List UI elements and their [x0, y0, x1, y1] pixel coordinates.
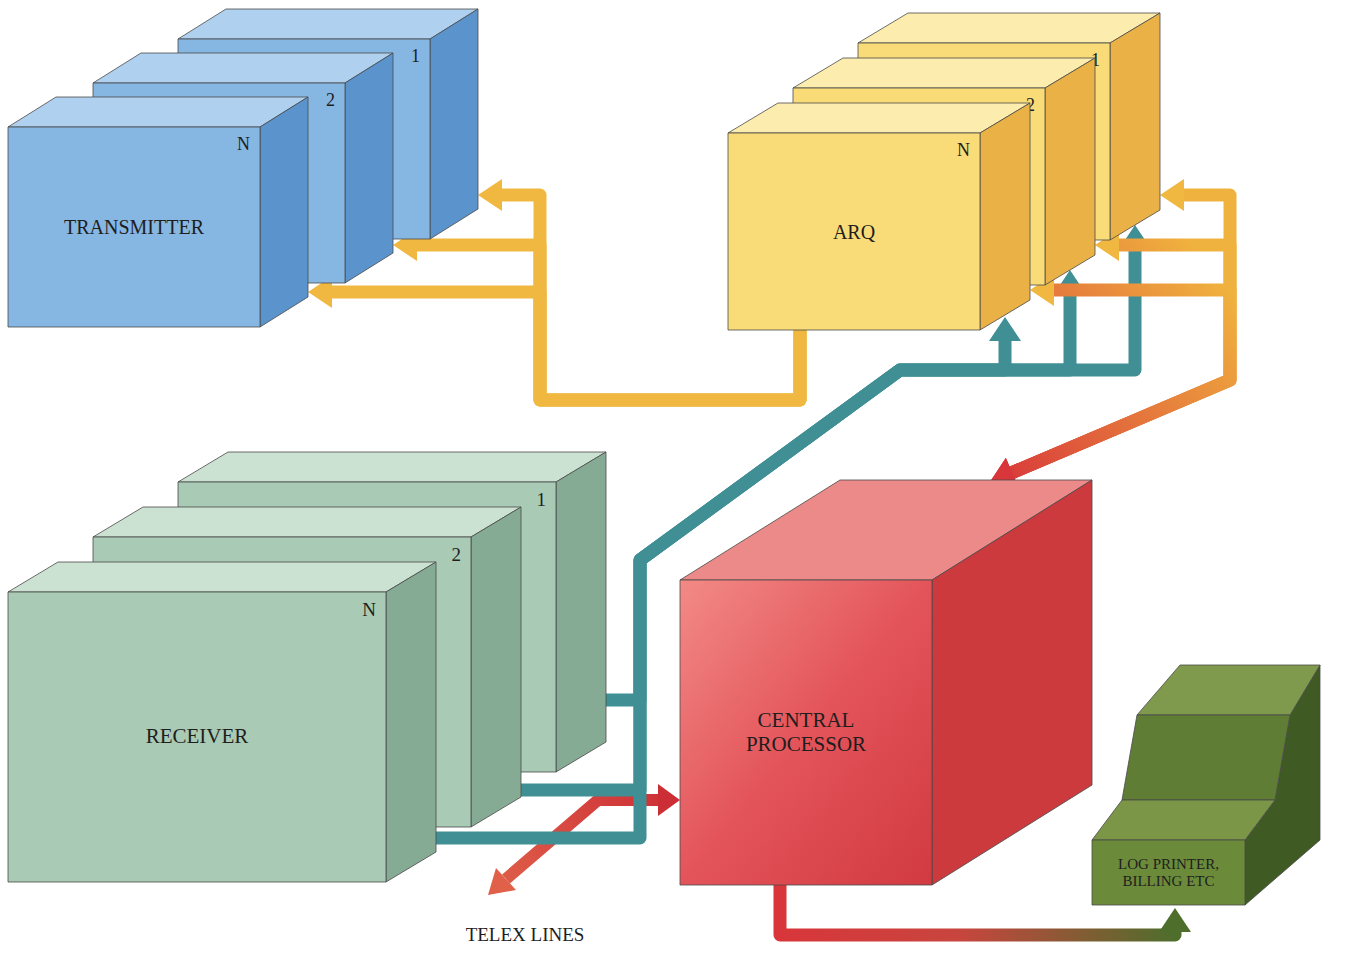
box-face — [430, 9, 478, 239]
unit-box: ARQ N — [728, 103, 1030, 330]
box-face — [178, 9, 478, 39]
front-face: CENTRAL PROCESSOR — [680, 580, 932, 885]
box-face — [1122, 715, 1290, 800]
box-face — [858, 43, 1110, 240]
box-face — [728, 103, 1030, 133]
box-face — [93, 83, 345, 283]
unit-label: CENTRAL PROCESSOR — [721, 709, 891, 755]
arrow-head — [1159, 908, 1191, 932]
arrow-head — [658, 784, 680, 816]
number-holder: 2 — [326, 91, 335, 111]
box-face — [793, 88, 1045, 285]
box-face — [728, 133, 980, 330]
front-face: LOG PRINTER, BILLING ETC — [1092, 840, 1245, 905]
signal-arrow — [990, 274, 1230, 487]
number-holder: 2 — [452, 545, 462, 566]
unit-label: LOG PRINTER, BILLING ETC — [1096, 856, 1241, 889]
number-holder: 1 — [537, 490, 547, 511]
number-holder: N — [237, 135, 250, 155]
box-face — [8, 127, 260, 327]
box-face — [260, 97, 308, 327]
front-face: TRANSMITTER N — [8, 127, 260, 327]
arrow-line — [1011, 290, 1230, 473]
unit-number: N — [362, 600, 376, 621]
box-face — [93, 53, 393, 83]
box-face — [1110, 13, 1160, 240]
box-face — [93, 507, 521, 537]
signal-arrow — [308, 276, 800, 400]
unit-label: TRANSMITTER — [64, 216, 204, 238]
arrow-head — [1160, 179, 1184, 211]
box-face — [1045, 58, 1095, 285]
unit-box: CENTRAL PROCESSOR — [680, 480, 1092, 885]
front-face: ARQ N — [728, 133, 980, 330]
unit-box: RECEIVER N — [8, 562, 436, 882]
box-face — [1092, 840, 1245, 905]
box-face — [386, 562, 436, 882]
box-face — [932, 480, 1092, 885]
box-face — [858, 13, 1160, 43]
number-holder: N — [957, 141, 970, 161]
box-face — [345, 53, 393, 283]
line-label: TELEX LINES — [425, 924, 625, 946]
unit-number: 2 — [452, 545, 462, 566]
unit-number: 1 — [411, 47, 420, 67]
unit-number: 1 — [537, 490, 547, 511]
box-face — [1092, 800, 1275, 840]
box-face — [178, 39, 430, 239]
box-face — [1137, 665, 1320, 715]
box-face — [556, 452, 606, 772]
number-holder: 1 — [411, 47, 420, 67]
box-outline — [8, 97, 308, 327]
box-face — [980, 103, 1030, 330]
box-face — [8, 562, 436, 592]
box-outline — [728, 103, 1030, 330]
box-face — [178, 452, 606, 482]
box-face — [8, 97, 308, 127]
unit-box: TRANSMITTER N — [8, 97, 308, 327]
arrow-head — [488, 868, 516, 895]
box-face — [8, 592, 386, 882]
unit-label: RECEIVER — [146, 725, 249, 748]
box-face — [471, 507, 521, 827]
printer-box: LOG PRINTER, BILLING ETC — [1088, 662, 1322, 908]
box-face — [93, 537, 471, 827]
front-face: RECEIVER N — [8, 592, 386, 882]
box-face — [680, 580, 932, 885]
unit-number: N — [957, 141, 970, 161]
box-face — [793, 58, 1095, 88]
arrow-head — [478, 179, 502, 211]
unit-label: ARQ — [833, 221, 875, 243]
box-face — [178, 482, 556, 772]
number-holder: N — [362, 600, 376, 621]
unit-number: N — [237, 135, 250, 155]
unit-number: 2 — [326, 91, 335, 111]
box-outline — [680, 480, 1092, 885]
